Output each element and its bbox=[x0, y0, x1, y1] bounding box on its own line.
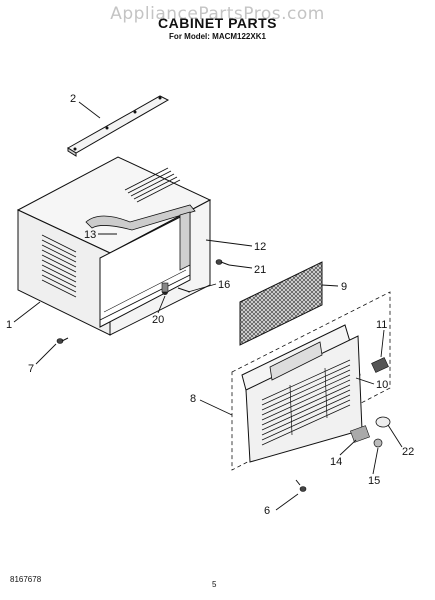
callout-7: 7 bbox=[28, 363, 34, 375]
callout-12: 12 bbox=[254, 241, 266, 253]
callout-6: 6 bbox=[264, 505, 270, 517]
screw-15-part bbox=[373, 438, 383, 448]
callout-10: 10 bbox=[376, 379, 388, 391]
control-knob-part bbox=[371, 357, 389, 373]
tag-part bbox=[350, 425, 370, 443]
screw-21-part bbox=[215, 259, 230, 266]
screw-6-part bbox=[295, 479, 307, 492]
callout-21: 21 bbox=[254, 264, 266, 276]
cabinet-part bbox=[16, 156, 212, 336]
callout-9: 9 bbox=[341, 281, 347, 293]
callout-22: 22 bbox=[402, 446, 414, 458]
callout-16: 16 bbox=[218, 279, 230, 291]
page-title: CABINET PARTS bbox=[157, 15, 278, 31]
callout-15: 15 bbox=[368, 475, 380, 487]
model-subtitle: For Model: MACM122XK1 bbox=[169, 32, 266, 41]
callout-labels: 2 13 12 21 16 20 1 7 9 11 10 8 14 22 15 … bbox=[6, 93, 414, 517]
front-assembly-outline bbox=[231, 291, 391, 471]
button-part bbox=[375, 416, 391, 428]
front-grille-part bbox=[241, 324, 363, 463]
document-number: 8167678 bbox=[10, 575, 42, 584]
callout-20: 20 bbox=[152, 314, 164, 326]
callout-1: 1 bbox=[6, 319, 12, 331]
watermark: AppliancePartsPros.com bbox=[110, 4, 325, 24]
callout-11: 11 bbox=[376, 319, 387, 331]
filter-mesh-part bbox=[239, 261, 323, 346]
screw-7-part bbox=[56, 337, 69, 344]
top-rail-part bbox=[67, 95, 170, 157]
page-number: 5 bbox=[212, 580, 217, 589]
callout-13: 13 bbox=[84, 229, 96, 241]
leader-lines bbox=[13, 101, 403, 511]
callout-14: 14 bbox=[330, 456, 342, 468]
callout-2: 2 bbox=[70, 93, 76, 105]
callout-8: 8 bbox=[190, 393, 196, 405]
